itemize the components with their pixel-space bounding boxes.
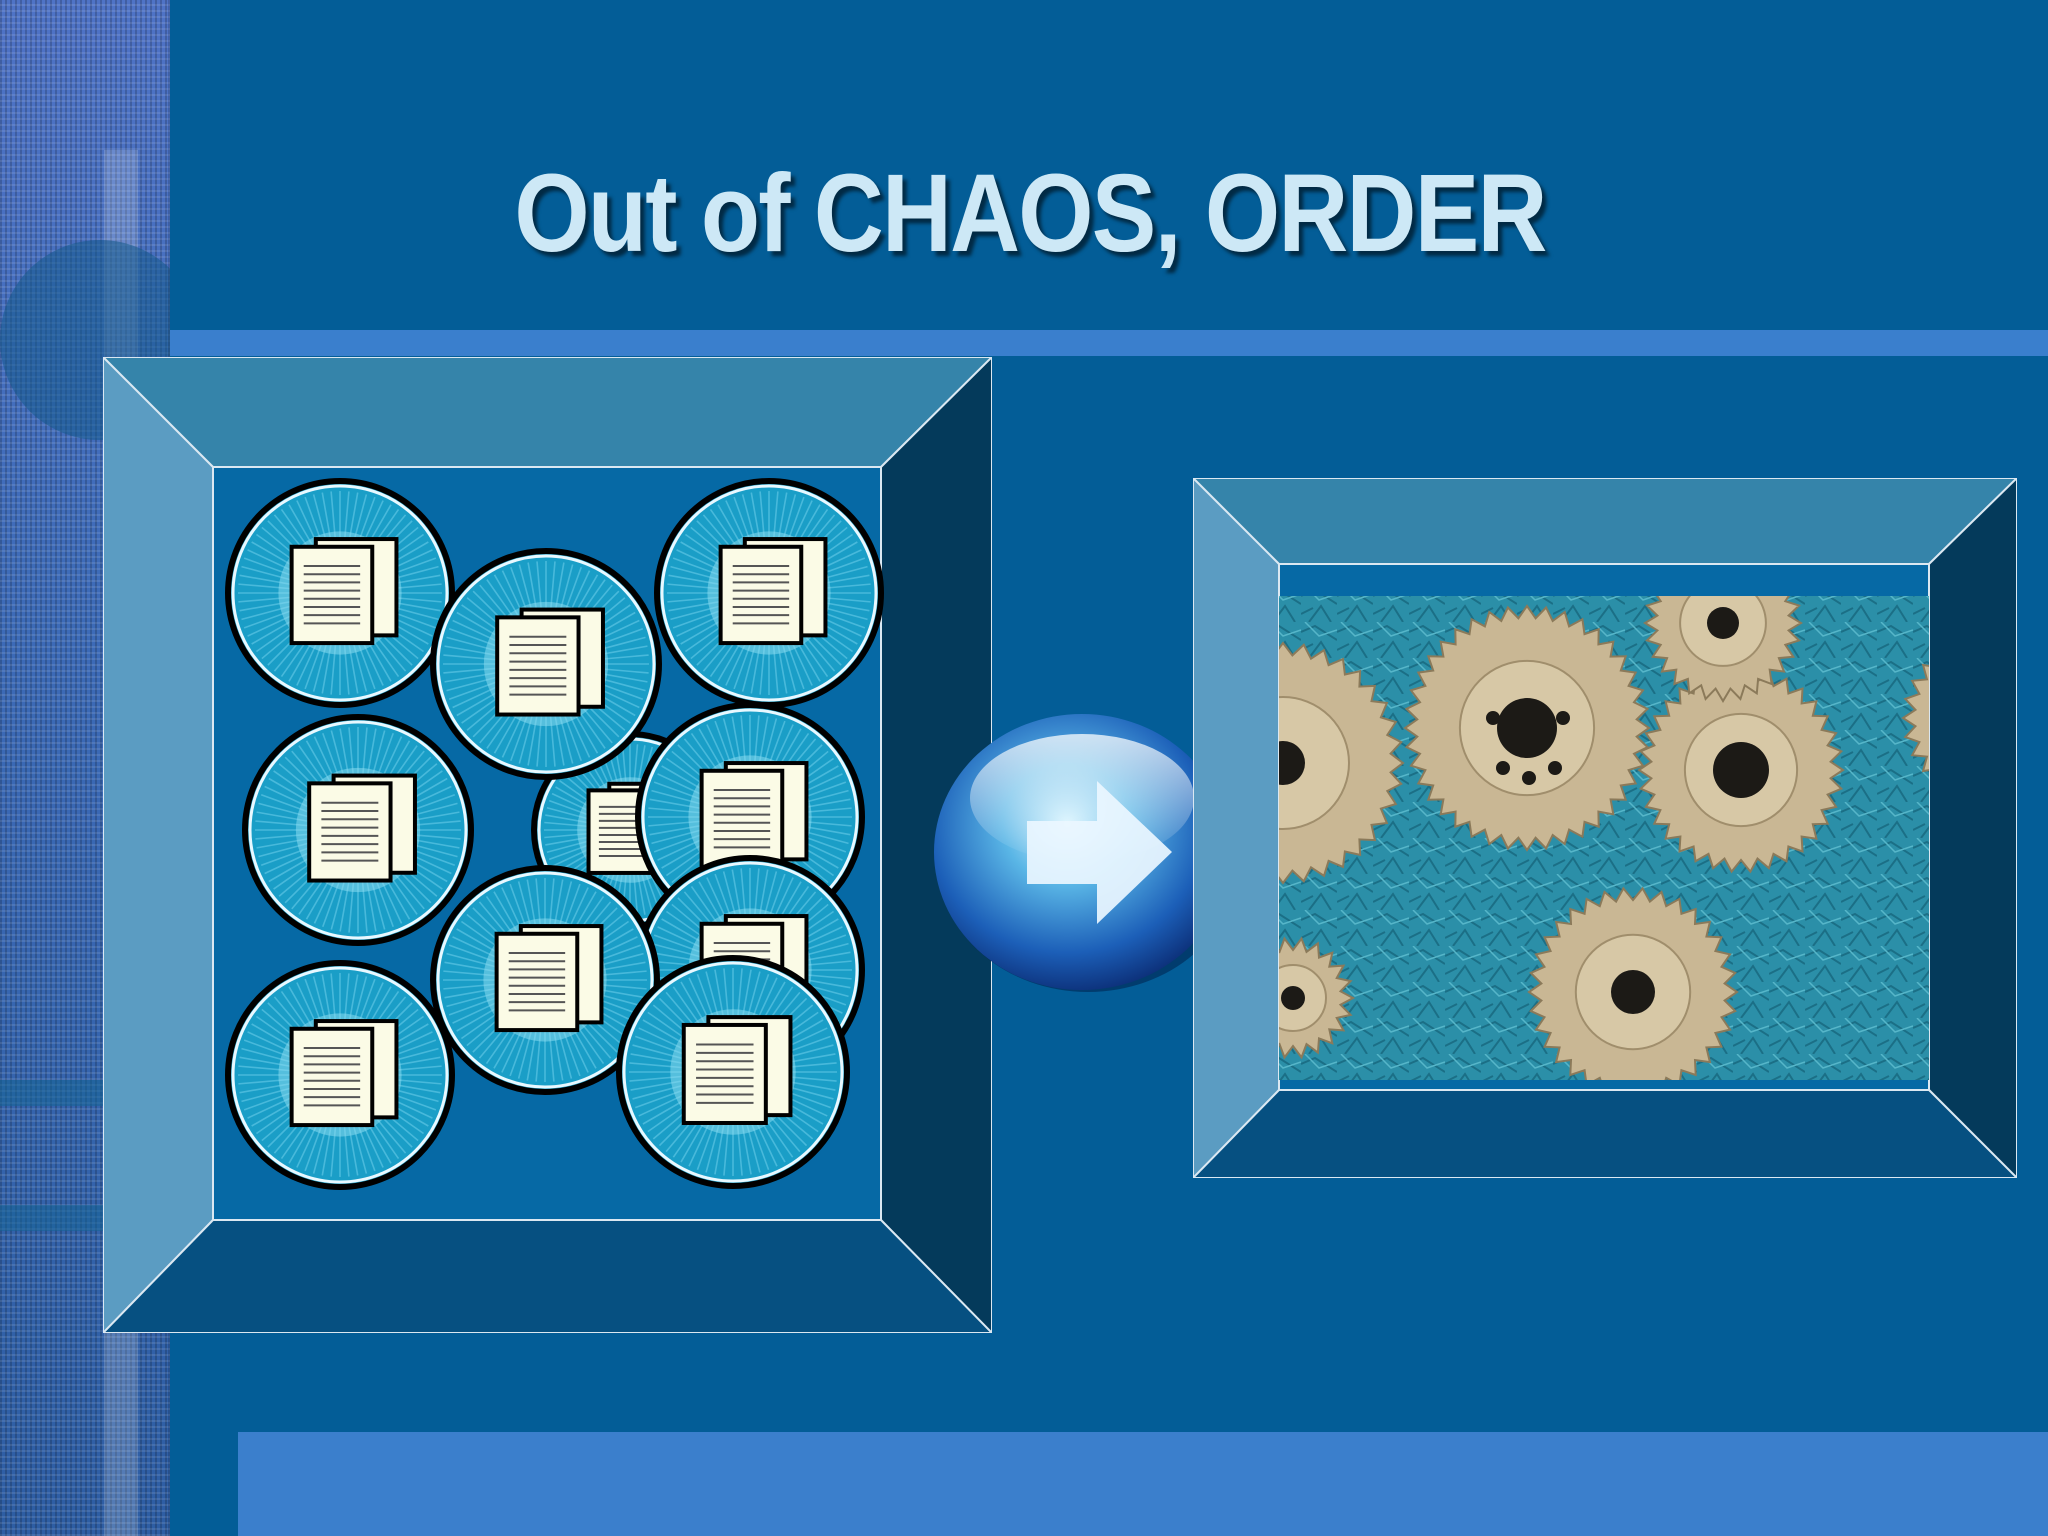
right-arrow-icon: [934, 714, 1238, 992]
top-accent-band: [170, 330, 2048, 356]
document-icon: [225, 478, 455, 708]
slide-title: Out of CHAOS, ORDER: [514, 152, 1547, 275]
gears-photo: [1279, 596, 1929, 1080]
document-icon: [430, 548, 662, 780]
document-icon: [430, 865, 660, 1095]
right-frame: [1193, 478, 2017, 1178]
document-icon: [616, 955, 850, 1189]
bottom-accent-band: [238, 1432, 2048, 1536]
document-icon: [654, 478, 884, 708]
document-icon: [242, 714, 474, 946]
document-icon: [225, 960, 455, 1190]
gear: [1901, 663, 1929, 773]
next-arrow-button[interactable]: [932, 706, 1238, 996]
